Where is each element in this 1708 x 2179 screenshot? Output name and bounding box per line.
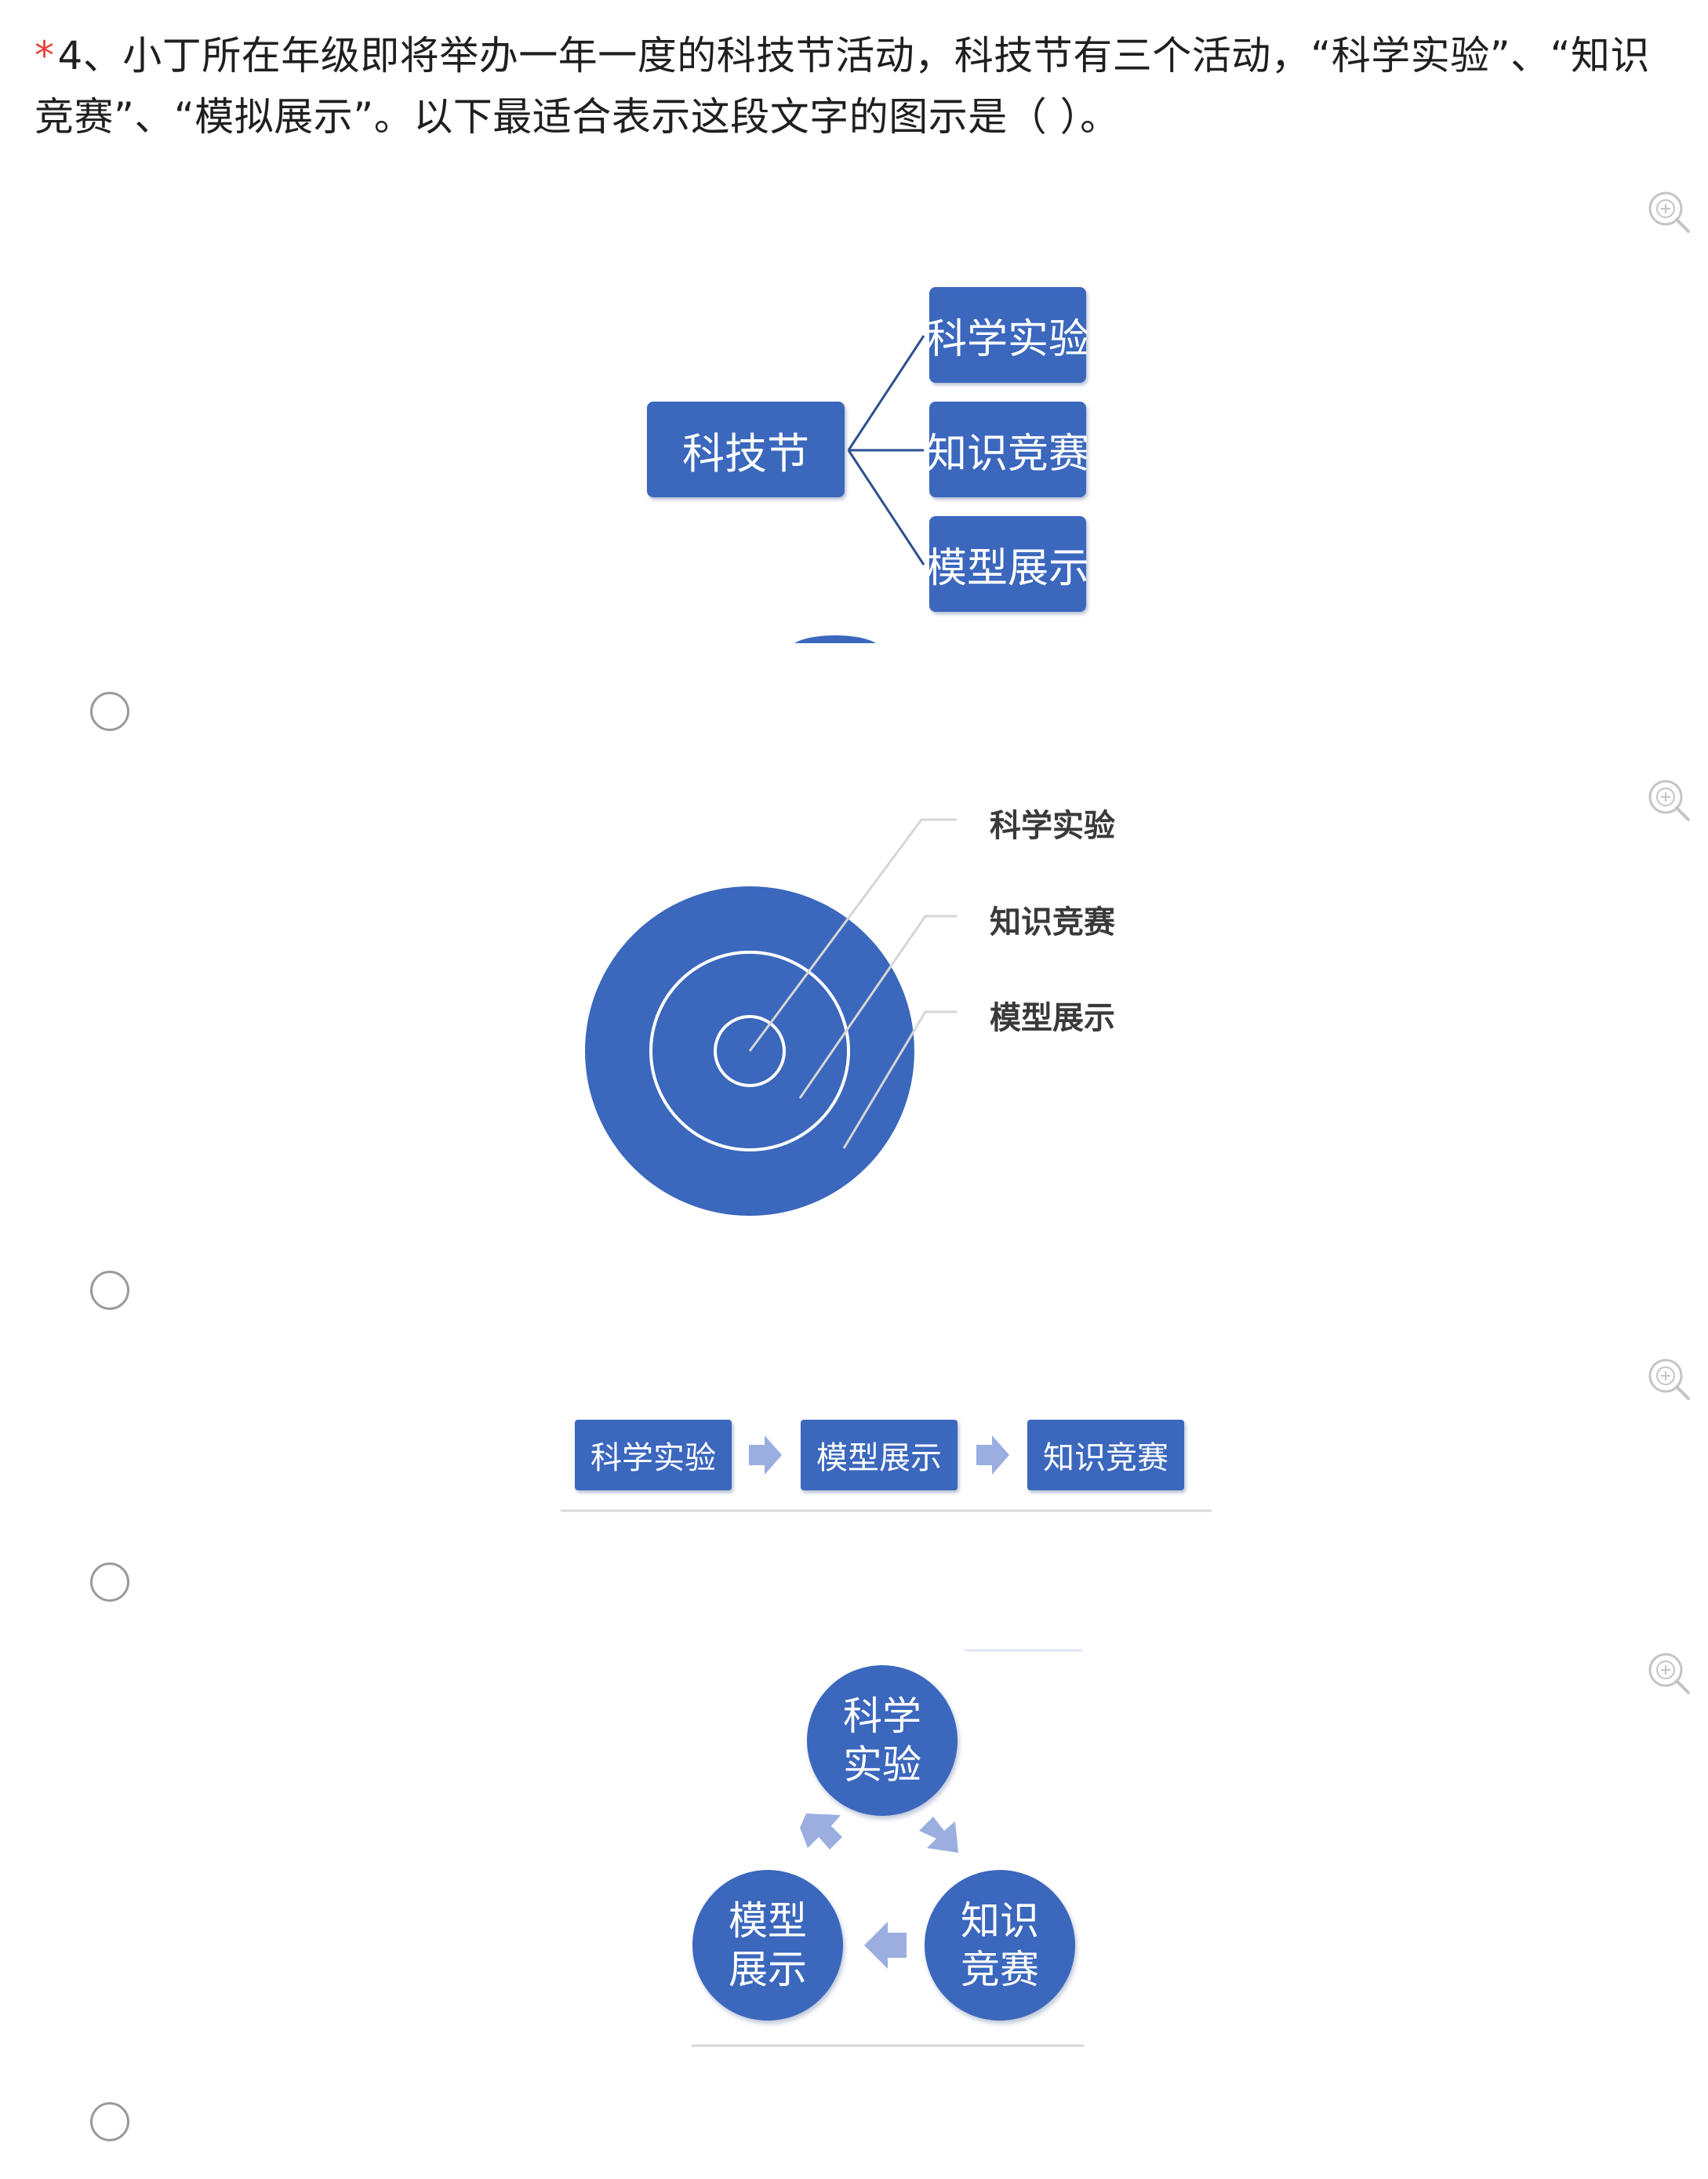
option-d-radio[interactable] (90, 2102, 129, 2141)
question-body: 4、小丁所在年级即将举办一年一度的科技节活动，科技节有三个活动，“科学实验”、“… (35, 33, 1651, 140)
cycle-node: 知识竞赛 (925, 1870, 1075, 2021)
process-step-box: 科学实验 (575, 1420, 732, 1490)
circle-label: 知识竞赛 (990, 904, 1115, 940)
zoom-in-icon[interactable] (1645, 1355, 1692, 1402)
cycle-node-line: 科学 (843, 1693, 921, 1739)
tree-connectors (794, 335, 925, 643)
zoom-in-icon[interactable] (1645, 1650, 1692, 1697)
tree-child-box: 模型展示 (926, 516, 1089, 612)
option-d-image[interactable]: 科学实验 知识竞赛 模型展示 (682, 1639, 1090, 2055)
zoom-in-icon[interactable] (1645, 188, 1692, 235)
tree-child-box: 知识竞赛 (926, 402, 1089, 497)
cycle-node-line: 展示 (729, 1947, 807, 1992)
tree-child-box: 科学实验 (926, 287, 1089, 383)
option-b-image[interactable]: 科学实验 知识竞赛 模型展示 (572, 777, 1168, 1231)
circle-label: 科学实验 (990, 808, 1115, 844)
cycle-arrows (692, 1649, 1084, 2047)
zoom-in-icon[interactable] (1645, 777, 1692, 824)
question-text: *4、小丁所在年级即将举办一年一度的科技节活动，科技节有三个活动，“科学实验”、… (35, 25, 1689, 147)
circle-label: 模型展示 (990, 1000, 1115, 1036)
concentric-circles-graphic (585, 818, 957, 1216)
process-arrows (561, 1435, 1212, 1512)
cycle-node-line: 模型 (729, 1898, 807, 1944)
option-a-image[interactable]: 科技节 科学实验 知识竞赛 模型展示 (620, 267, 1153, 643)
tree-root-box: 科技节 (647, 402, 845, 497)
process-step-box: 知识竞赛 (1027, 1420, 1184, 1490)
cycle-node-line: 竞赛 (961, 1947, 1039, 1992)
option-b-radio[interactable] (90, 1271, 129, 1310)
cycle-node-line: 实验 (843, 1742, 921, 1788)
process-step-box: 模型展示 (801, 1420, 958, 1490)
required-mark: * (35, 33, 55, 78)
option-c-radio[interactable] (90, 1562, 129, 1602)
cycle-node: 科学实验 (807, 1665, 958, 1816)
option-a-radio[interactable] (90, 692, 129, 731)
cycle-node: 模型展示 (692, 1870, 843, 2021)
option-c-image[interactable]: 科学实验 模型展示 知识竞赛 (561, 1396, 1219, 1522)
cycle-node-line: 知识 (961, 1898, 1039, 1944)
